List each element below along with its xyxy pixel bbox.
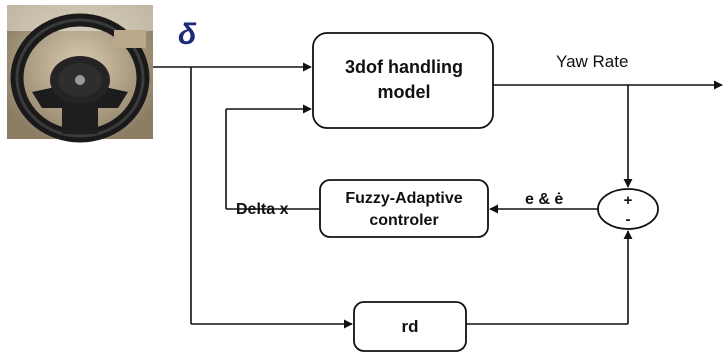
summing-plus-sign: + bbox=[624, 192, 633, 209]
plant-block-subtitle: model bbox=[377, 82, 430, 102]
plant-block-title: 3dof handling bbox=[345, 57, 463, 77]
delta-x-label: Delta x bbox=[236, 201, 289, 218]
summing-minus-sign: - bbox=[626, 211, 631, 228]
steering-wheel-photo bbox=[7, 5, 153, 143]
yaw-rate-label: Yaw Rate bbox=[556, 52, 628, 71]
reference-block-label: rd bbox=[402, 317, 419, 336]
reference-block bbox=[353, 301, 467, 352]
controller-block-title: Fuzzy-Adaptive bbox=[345, 190, 462, 207]
error-signal-label: e & ė bbox=[525, 191, 563, 208]
delta-symbol: δ bbox=[178, 18, 197, 51]
plant-block bbox=[312, 32, 494, 129]
controller-block-subtitle: controler bbox=[369, 212, 438, 229]
